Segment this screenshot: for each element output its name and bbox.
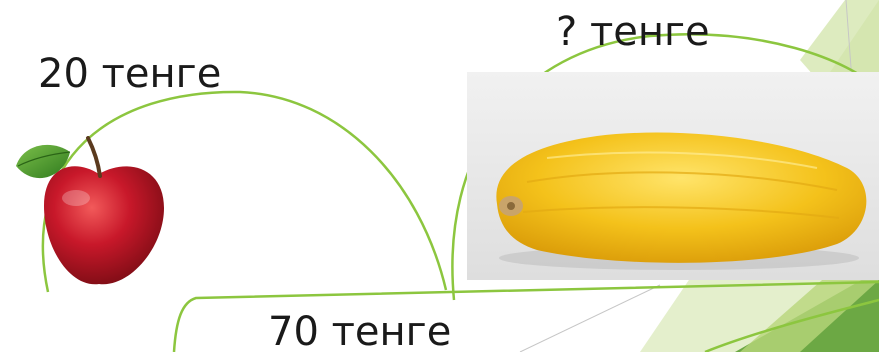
total-price-label: 70 тенге <box>268 309 452 355</box>
apple-price-label: 20 тенге <box>38 51 222 97</box>
arc-total-tail <box>704 298 879 352</box>
arc-total-line <box>172 280 879 352</box>
apple-icon <box>16 136 164 285</box>
decor-line-grey-2 <box>519 284 661 352</box>
melon-icon <box>467 72 879 280</box>
melon-price-label: ? тенге <box>556 9 710 55</box>
arc-melon <box>451 32 879 301</box>
